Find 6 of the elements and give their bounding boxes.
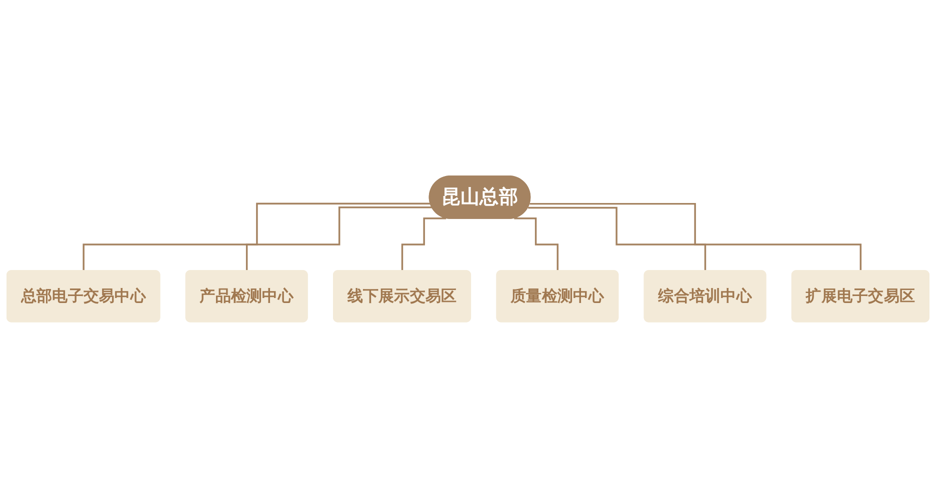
connector	[528, 206, 706, 272]
connector	[514, 218, 559, 272]
connector	[530, 203, 862, 272]
connector	[82, 202, 431, 272]
connector	[246, 206, 432, 272]
connector	[401, 218, 446, 272]
